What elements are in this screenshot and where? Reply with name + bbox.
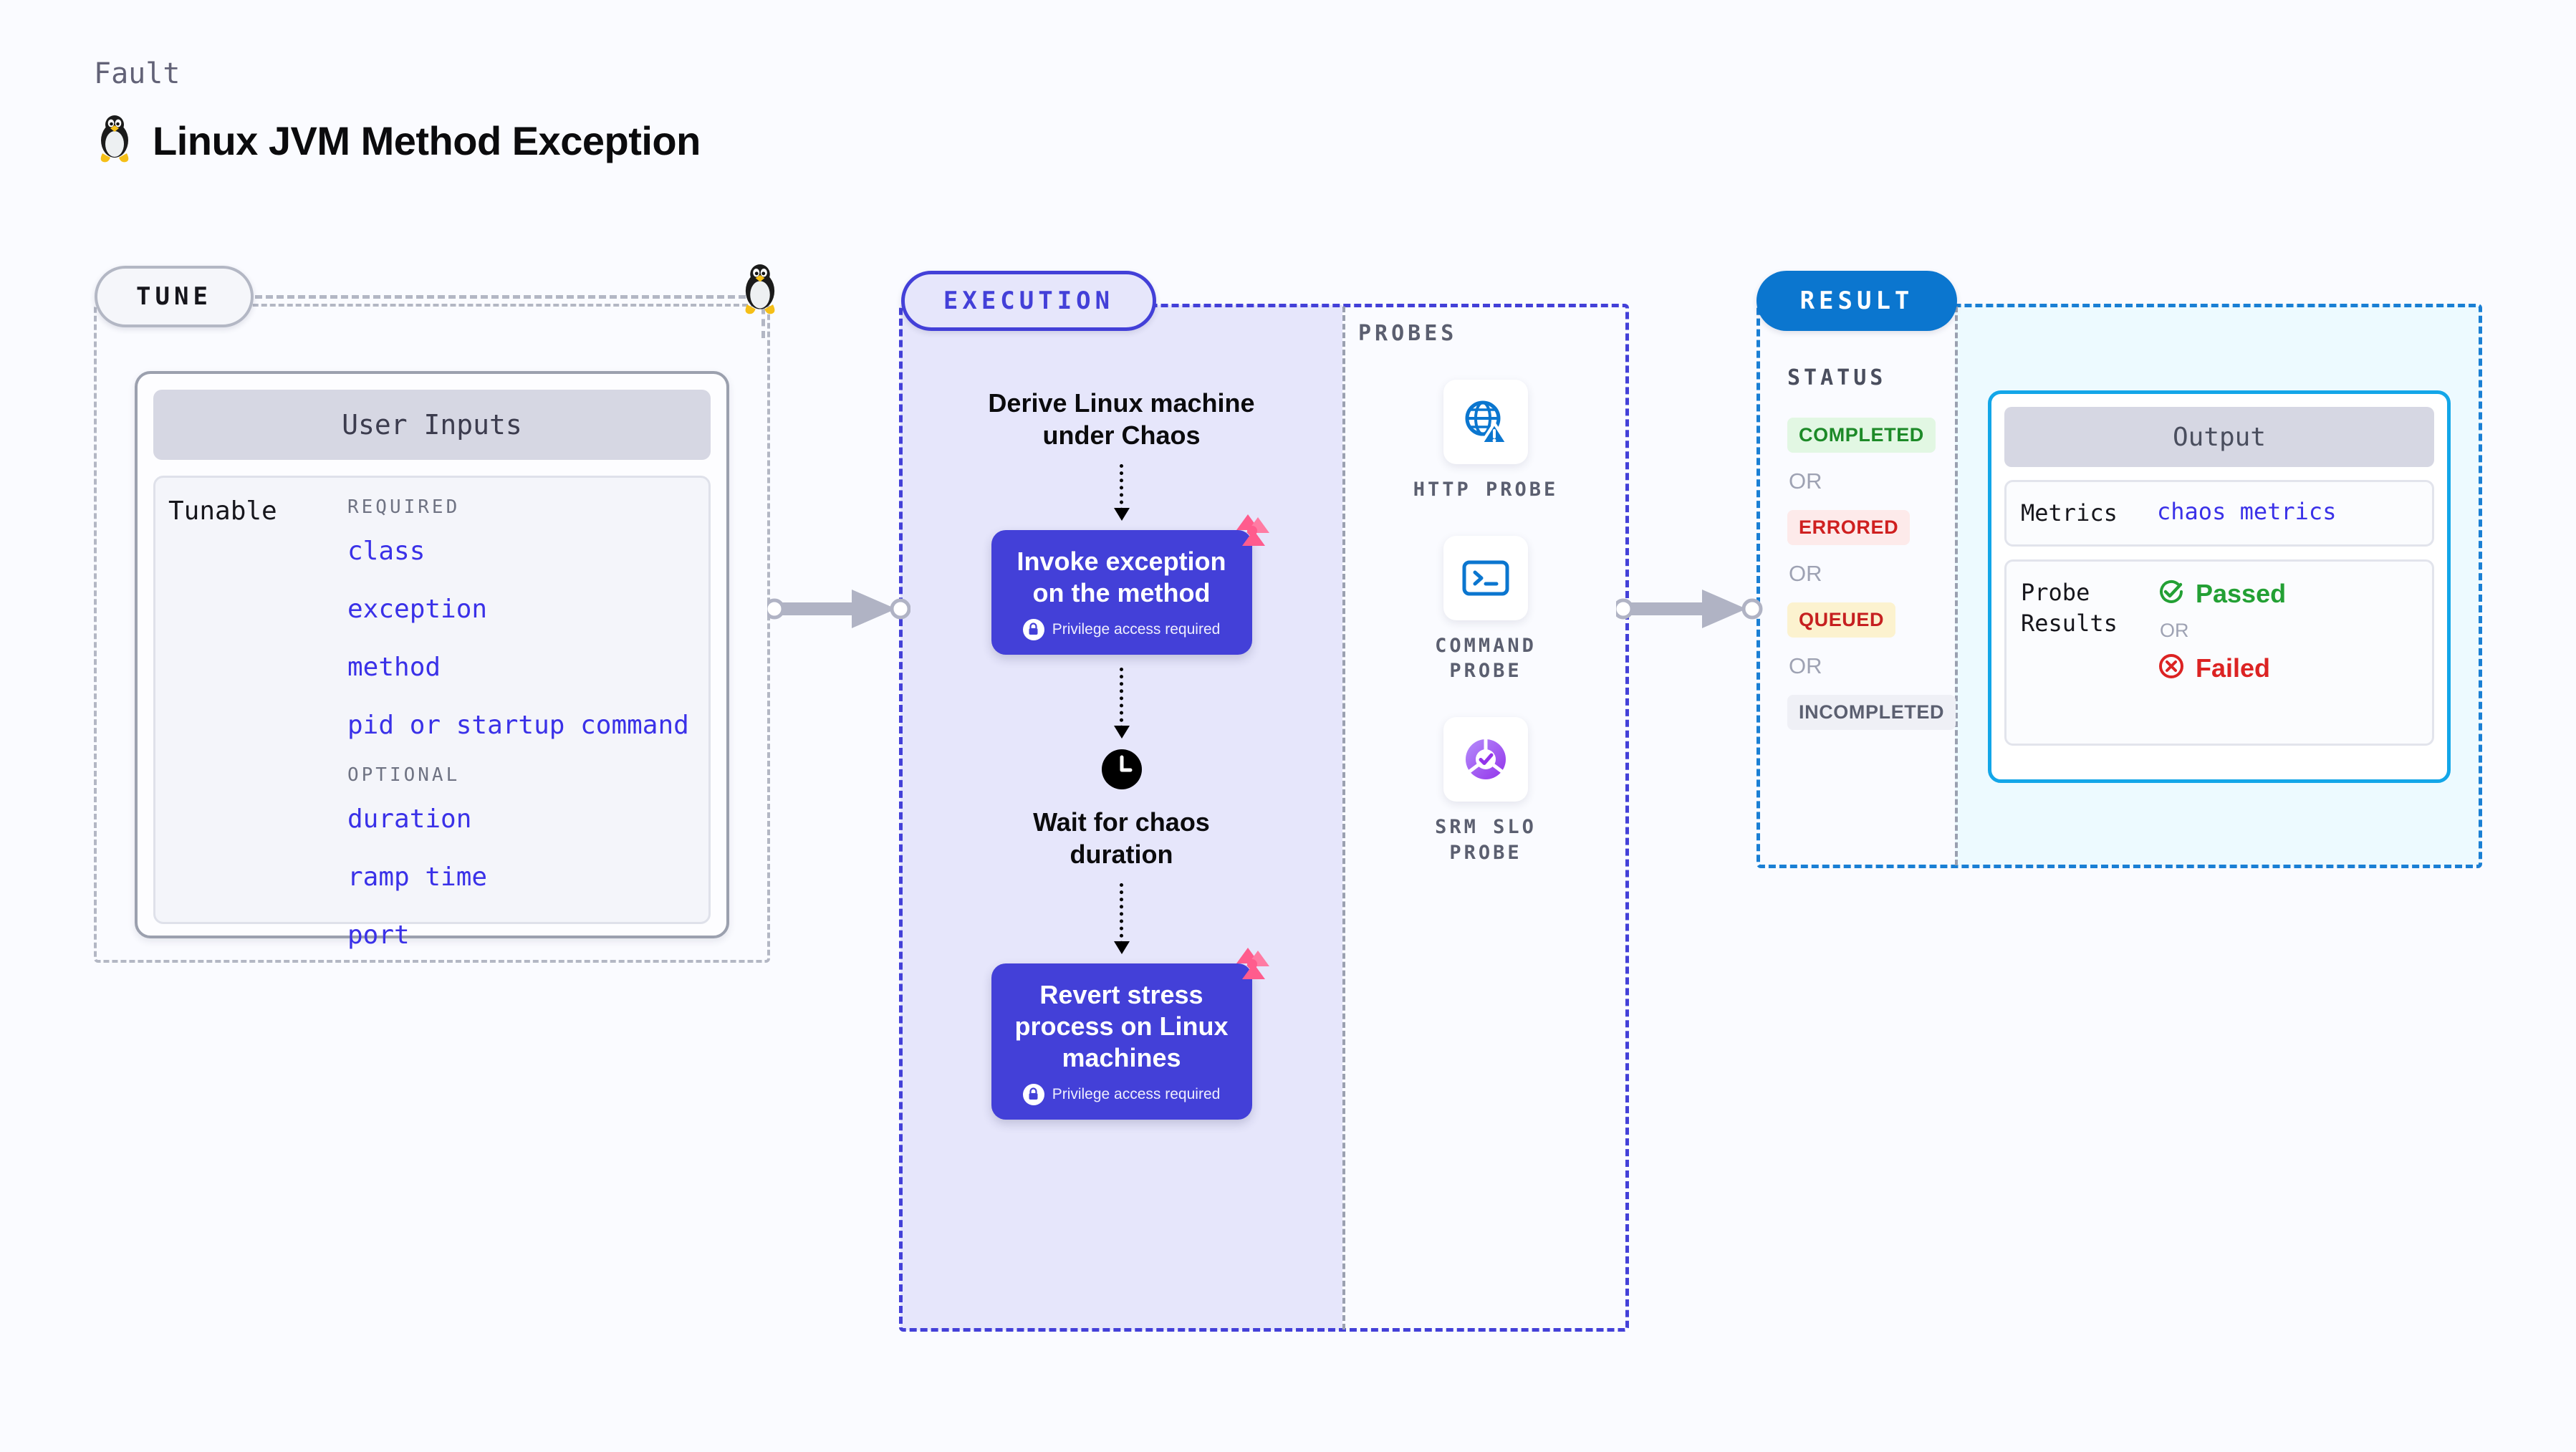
probe-label: SRM SLO PROBE — [1435, 815, 1537, 864]
or-label: OR — [1789, 468, 1822, 494]
execution-flow: Derive Linux machine under Chaos Invoke … — [900, 387, 1342, 1120]
result-badge[interactable]: RESULT — [1756, 271, 1957, 331]
step-subtitle-row: Privilege access required — [1010, 618, 1234, 640]
chaos-ribbon-icon — [1232, 945, 1272, 986]
optional-group-title: OPTIONAL — [347, 764, 461, 786]
tunable-label: Tunable — [168, 496, 277, 526]
output-title: Output — [2004, 407, 2434, 467]
probe-label: COMMAND PROBE — [1435, 634, 1537, 683]
step-subtitle: Privilege access required — [1052, 620, 1221, 638]
tune-dashed-connector-vertical — [761, 295, 765, 338]
probe-results-key: Probe Results — [2021, 579, 2118, 638]
status-badge-completed: COMPLETED — [1787, 418, 1936, 453]
or-label: OR — [2160, 620, 2189, 642]
required-group-title: REQUIRED — [347, 496, 461, 518]
user-inputs-card: User Inputs Tunable REQUIRED class excep… — [135, 371, 729, 950]
param-duration[interactable]: duration — [347, 804, 472, 834]
status-badge-errored: ERRORED — [1787, 510, 1911, 545]
flow-arrow-2 — [1114, 667, 1130, 739]
probes-list: HTTP PROBE COMMAND PROBE — [1345, 380, 1626, 898]
metrics-value-link[interactable]: chaos metrics — [2157, 498, 2337, 525]
probe-item-http[interactable]: HTTP PROBE — [1413, 380, 1559, 503]
status-badge-incompleted: INCOMPLETED — [1787, 695, 1956, 730]
probe-result-passed: Passed — [2157, 577, 2286, 610]
tune-panel-boundary — [94, 304, 770, 963]
or-label: OR — [1789, 653, 1822, 678]
tunable-parameter-list: REQUIRED class exception method pid or s… — [347, 496, 701, 950]
step-subtitle-row: Privilege access required — [1010, 1083, 1234, 1105]
param-exception[interactable]: exception — [347, 595, 488, 624]
page-title: Linux JVM Method Exception — [153, 118, 701, 163]
linux-penguin-icon — [738, 264, 782, 319]
execution-step-revert-stress[interactable]: Revert stress process on Linux machines … — [991, 947, 1269, 1120]
page-title-row: Linux JVM Method Exception — [94, 115, 701, 167]
execution-badge[interactable]: EXECUTION — [901, 271, 1156, 331]
probes-title: PROBES — [1358, 321, 1458, 346]
param-pid-or-startup-command[interactable]: pid or startup command — [347, 711, 689, 740]
step-title: Invoke exception on the method — [1017, 547, 1226, 607]
param-ramp-time[interactable]: ramp time — [347, 862, 488, 892]
param-class[interactable]: class — [347, 537, 426, 566]
metrics-key: Metrics — [2021, 499, 2118, 527]
tune-to-execution-arrow — [764, 584, 911, 638]
x-circle-icon — [2157, 652, 2186, 684]
probe-result-failed: Failed — [2157, 652, 2286, 684]
probe-results-values: Passed OR Failed — [2157, 577, 2286, 728]
flow-arrow-1 — [1114, 464, 1130, 521]
result-divider — [1955, 307, 1958, 865]
flow-arrow-3 — [1114, 883, 1130, 954]
tunable-section: Tunable REQUIRED class exception method … — [153, 476, 711, 950]
probes-to-result-arrow — [1613, 584, 1767, 638]
probe-item-srm-slo[interactable]: SRM SLO PROBE — [1435, 716, 1537, 865]
result-status-column: STATUS COMPLETED OR ERRORED OR QUEUED OR… — [1787, 365, 1966, 730]
param-method[interactable]: method — [347, 653, 441, 682]
probe-label: HTTP PROBE — [1413, 479, 1559, 501]
or-label: OR — [1789, 561, 1822, 586]
output-card: Output Metrics chaos metrics Probe Resul… — [1988, 390, 2451, 783]
terminal-icon — [1443, 535, 1528, 620]
output-row-probe-results: Probe Results Passed OR — [2004, 559, 2434, 746]
failed-label: Failed — [2196, 653, 2271, 683]
execution-panel-boundary — [899, 304, 1629, 1332]
lock-icon — [1022, 618, 1044, 640]
flow-step-derive-machine: Derive Linux machine under Chaos — [988, 388, 1255, 450]
result-status-fill — [1758, 305, 1955, 867]
tune-dashed-connector-horizontal — [255, 295, 756, 299]
flow-step-wait-duration: Wait for chaos duration — [1033, 807, 1210, 869]
globe-warning-icon — [1443, 380, 1528, 464]
linux-penguin-icon — [94, 115, 135, 167]
slo-donut-check-icon — [1443, 716, 1528, 802]
fault-eyebrow-label: Fault — [94, 57, 181, 90]
probes-divider — [1342, 307, 1345, 1330]
user-inputs-title: User Inputs — [153, 390, 711, 460]
clock-icon — [1100, 748, 1143, 794]
output-row-metrics: Metrics chaos metrics — [2004, 480, 2434, 547]
status-badge-queued: QUEUED — [1787, 602, 1896, 638]
status-title: STATUS — [1787, 365, 1887, 390]
probe-item-command[interactable]: COMMAND PROBE — [1435, 535, 1537, 684]
check-circle-icon — [2157, 577, 2186, 610]
step-subtitle: Privilege access required — [1052, 1085, 1221, 1102]
param-port[interactable]: port — [347, 920, 410, 950]
passed-label: Passed — [2196, 578, 2287, 608]
tune-badge[interactable]: TUNE — [95, 266, 254, 327]
lock-icon — [1022, 1083, 1044, 1105]
chaos-ribbon-icon — [1232, 511, 1272, 552]
result-panel-boundary — [1756, 304, 2482, 868]
execution-step-invoke-exception[interactable]: Invoke exception on the method Privilege… — [991, 514, 1269, 655]
step-title: Revert stress process on Linux machines — [1014, 979, 1229, 1072]
